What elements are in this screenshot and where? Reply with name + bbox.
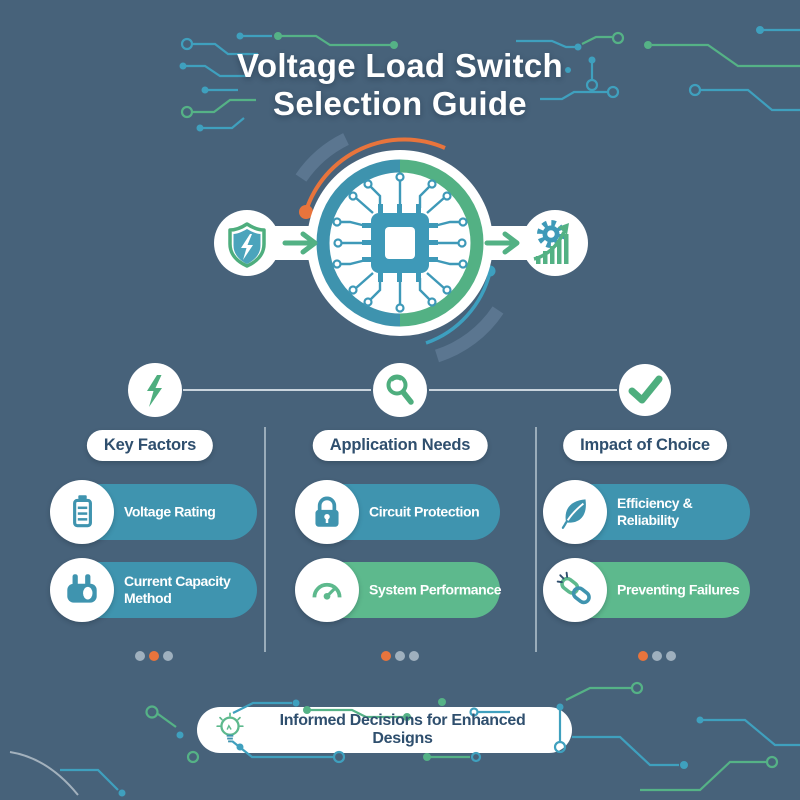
lightning-icon [147,375,162,407]
hub-arc-gray-topleft [295,133,350,182]
hub-ring-green-half [399,159,484,327]
magnifier-icon [386,374,414,405]
flow-arrow-right [484,231,520,255]
circuit-traces-footer [9,681,800,797]
pill-circuit-protection: Circuit Protection [295,480,500,544]
check-icon [628,375,663,404]
column-header-impact-of-choice: Impact of Choice [563,430,727,461]
pill-preventing-failures: Preventing Failures [543,558,750,622]
factor-icon-row [128,363,671,417]
dot [409,651,419,661]
pill-label: Preventing Failures [617,581,740,598]
plug-icon [50,558,114,622]
hub-diagram [214,133,588,363]
gauge-icon [295,558,359,622]
circuit-traces-title-right [516,26,800,112]
dot [149,651,159,661]
dot [381,651,391,661]
dots-key-factors [135,651,173,661]
hub-arc-orange-dot [299,205,313,219]
microchip-icon [332,172,468,313]
gear-growth-icon [533,220,569,264]
battery-icon [50,480,114,544]
pill-label: Efficiency & Reliability [617,495,693,528]
dot [638,651,648,661]
page-title-line2: Selection Guide [273,85,527,122]
lightbulb-icon [216,712,244,743]
magnifier-icon-circle [373,363,427,417]
dot [163,651,173,661]
column-header-application-needs: Application Needs [312,430,488,461]
pill-label: System Performance [369,581,502,598]
lock-icon [295,480,359,544]
footer-text: Informed Decisions for Enhanced Designs [279,712,526,747]
pill-voltage-rating: Voltage Rating [50,480,257,544]
check-icon-circle [619,364,671,416]
page-title-line1: Voltage Load Switch [237,47,563,84]
pill-efficiency-reliability: Efficiency & Reliability [543,480,750,544]
dot [135,651,145,661]
dot [395,651,405,661]
hub-arc-gray-bottomright [434,306,504,363]
pill-current-capacity: Current Capacity Method [50,558,257,622]
hub-arc-orange [304,137,446,212]
page-title: Voltage Load Switch Selection Guide [0,47,800,123]
hub-ring-teal-half [316,159,401,327]
pill-label: Voltage Rating [124,503,216,520]
dots-application-needs [381,651,419,661]
dot [652,651,662,661]
footer-banner-shape [197,707,572,753]
dots-impact-of-choice [638,651,676,661]
pill-label: Circuit Protection [369,503,480,520]
flow-arrow-left [282,231,318,255]
pill-label: Current Capacity Method [124,573,231,606]
leaf-icon [543,480,607,544]
pill-system-performance: System Performance [295,558,502,622]
footer-banner: Informed Decisions for Enhanced Designs [197,707,572,753]
chain-icon [543,558,607,622]
circuit-traces-title-left [179,32,398,132]
hub-arc-teal [425,271,492,345]
shield-lightning-icon [228,222,266,268]
dot [666,651,676,661]
column-header-key-factors: Key Factors [86,430,214,461]
